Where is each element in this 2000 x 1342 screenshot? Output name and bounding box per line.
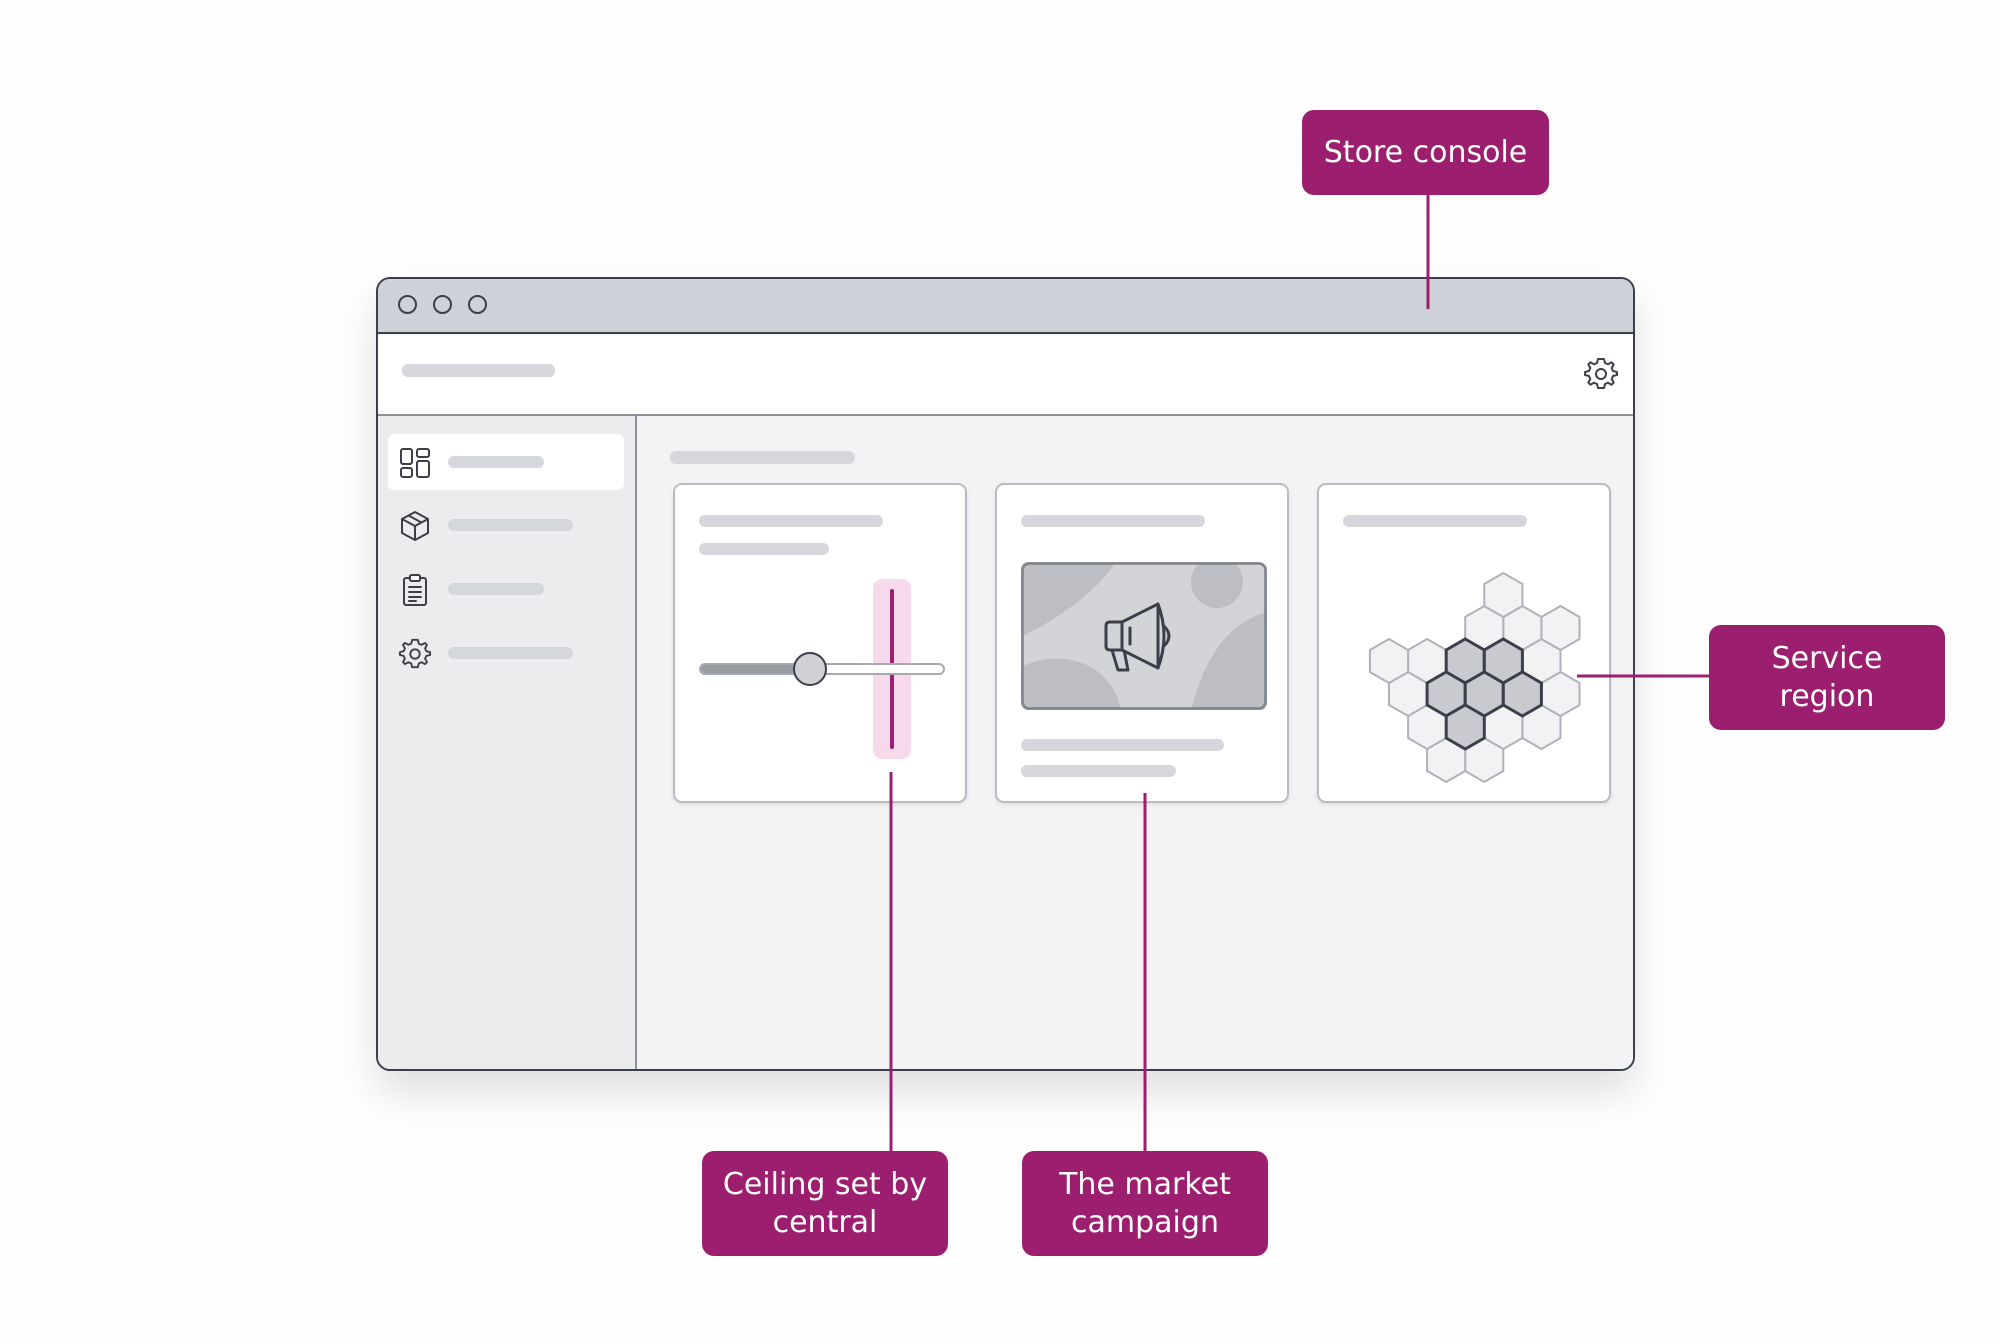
region-hex: [1540, 604, 1581, 652]
sidebar-item-label: [448, 456, 544, 468]
sidebar-item-label: [448, 583, 544, 595]
window-maximize-button[interactable]: [468, 295, 487, 314]
callout-ceiling-set-by-central: Ceiling set by central: [702, 1151, 948, 1256]
card-title-placeholder: [1343, 515, 1527, 527]
slider-handle[interactable]: [792, 652, 827, 686]
region-card: [1317, 483, 1611, 803]
card-title-placeholder: [1021, 515, 1205, 527]
gear-icon[interactable]: [1583, 356, 1619, 392]
box-icon: [401, 511, 429, 541]
card-subtitle-placeholder: [699, 543, 829, 555]
megaphone-icon: [1104, 602, 1171, 672]
service-region-hex-map: [1368, 571, 1581, 784]
clipboard-icon: [403, 574, 427, 606]
card-title-placeholder: [699, 515, 883, 527]
sidebar-item-products[interactable]: [388, 497, 624, 553]
header-title-placeholder: [402, 364, 555, 377]
slider-card: [673, 483, 967, 803]
callout-service-region: Service region: [1709, 625, 1945, 730]
window-close-button[interactable]: [398, 295, 417, 314]
region-hex-selected: [1444, 703, 1486, 751]
sidebar-item-dashboard[interactable]: [388, 434, 624, 490]
region-hex-selected: [1501, 670, 1543, 718]
campaign-card: [995, 483, 1289, 803]
app-header: [378, 335, 1633, 416]
window-minimize-button[interactable]: [433, 295, 452, 314]
callout-market-campaign: The market campaign: [1022, 1151, 1268, 1256]
card-text-placeholder: [1021, 765, 1176, 777]
region-hex: [1368, 637, 1410, 685]
sidebar: [378, 416, 637, 1069]
sidebar-item-orders[interactable]: [388, 561, 624, 617]
card-text-placeholder: [1021, 739, 1224, 751]
sidebar-item-settings[interactable]: [388, 625, 624, 681]
sidebar-item-label: [448, 519, 573, 531]
campaign-image: [1021, 562, 1267, 710]
region-hex: [1483, 571, 1524, 619]
sidebar-item-label: [448, 647, 573, 659]
section-title-placeholder: [670, 451, 855, 464]
gear-icon: [398, 638, 432, 669]
dashboard-icon: [400, 448, 430, 478]
window-titlebar: [378, 279, 1633, 334]
callout-store-console: Store console: [1302, 110, 1549, 195]
slider-fill: [701, 665, 810, 673]
